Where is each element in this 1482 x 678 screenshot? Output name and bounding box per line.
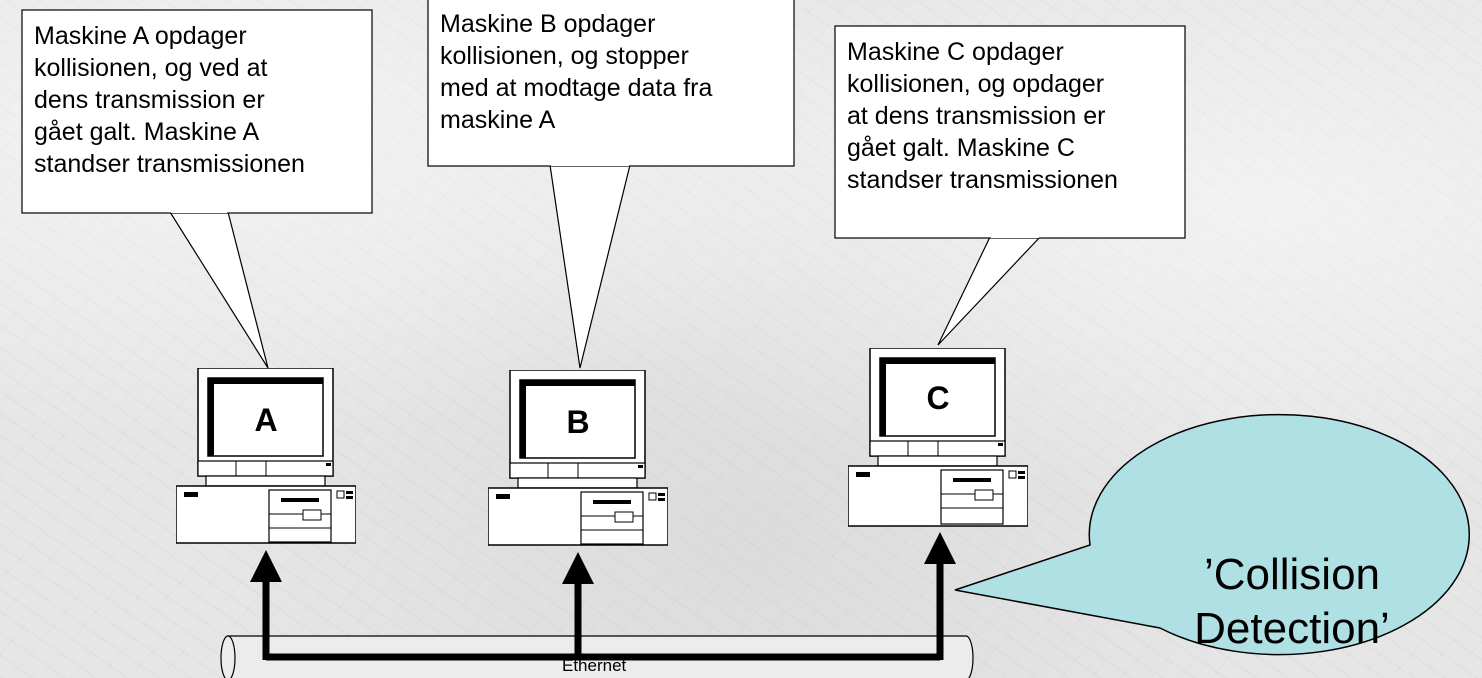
collision-detection-bubble: [954, 413, 1470, 656]
machine-c-label: C: [926, 380, 950, 416]
ethernet-label: Ethernet: [562, 656, 627, 675]
callout-c: [834, 25, 1186, 346]
computer-c: [848, 348, 1028, 527]
collision-detection-text: ’Collision Detection’: [1194, 550, 1390, 653]
machine-a-label: A: [254, 402, 278, 438]
computer-b: [488, 370, 668, 546]
callout-a-text: Maskine A opdager kollisionen, og ved at…: [34, 22, 305, 178]
callout-c-text: Maskine C opdager kollisionen, og opdage…: [847, 38, 1118, 194]
callout-a: [21, 9, 373, 369]
machine-b-label: B: [566, 404, 590, 440]
callout-b: [427, 0, 795, 369]
computer-a: [176, 368, 356, 544]
callout-b-text: Maskine B opdager kollisionen, og stoppe…: [440, 10, 713, 134]
